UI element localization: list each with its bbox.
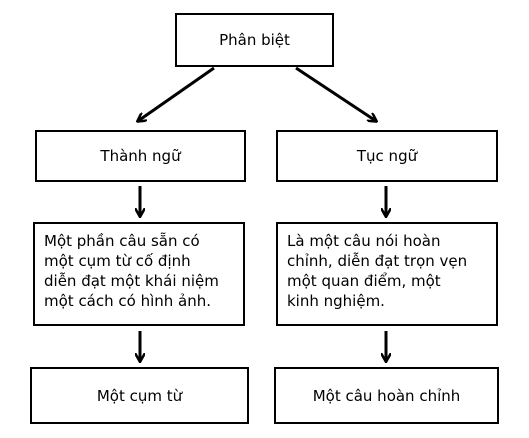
arrow-root-to-right [295, 66, 376, 121]
left-description-line: một cụm từ cố định [44, 252, 191, 270]
right-title-node: Tục ngữ [276, 130, 498, 182]
left-title-label: Thành ngữ [100, 147, 181, 165]
right-result-label: Một câu hoàn chỉnh [312, 386, 461, 405]
left-description-line: diễn đạt một khái niệm [44, 272, 219, 290]
right-result-node: Một câu hoàn chỉnh [274, 367, 499, 424]
left-description-line: một cách có hình ảnh. [44, 292, 212, 310]
left-description-node: Một phần câu sẵn có một cụm từ cố định d… [33, 222, 245, 326]
left-title-node: Thành ngữ [35, 130, 246, 182]
root-label: Phân biệt [219, 31, 290, 49]
arrow-root-to-left [138, 66, 215, 121]
right-description-line: chỉnh, diễn đạt trọn vẹn [287, 252, 468, 270]
right-description-line: Là một câu nói hoàn [287, 232, 441, 250]
left-result-label: Một cụm từ [96, 386, 183, 405]
left-description-line: Một phần câu sẵn có [44, 232, 200, 250]
right-description-node: Là một câu nói hoàn chỉnh, diễn đạt trọn… [276, 222, 498, 326]
left-result-node: Một cụm từ [30, 367, 249, 424]
right-description-line: một quan điểm, một [287, 272, 441, 290]
right-description-line: kinh nghiệm. [287, 292, 385, 310]
right-title-label: Tục ngữ [356, 147, 418, 165]
root-node: Phân biệt [175, 13, 334, 67]
